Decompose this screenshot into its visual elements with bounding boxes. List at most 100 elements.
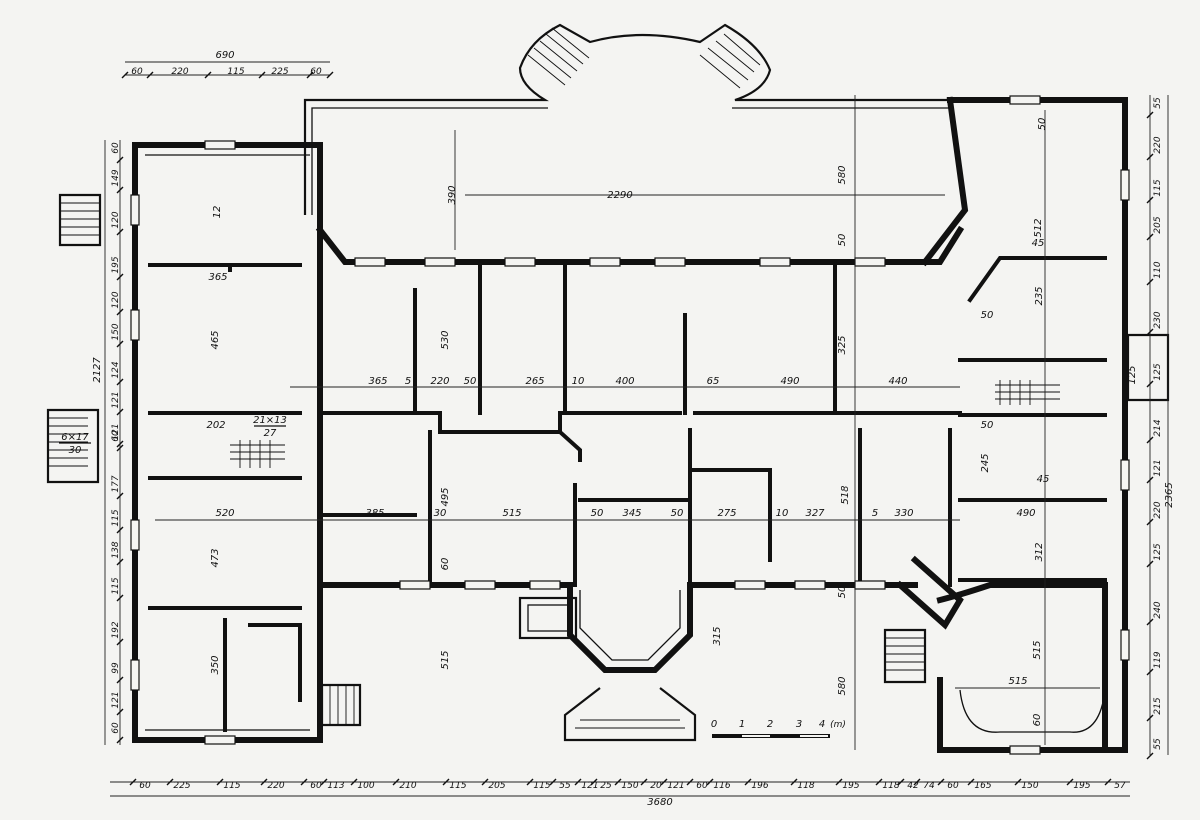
interior-dim-label: 30 (434, 508, 447, 519)
interior-dim-label: 312 (1034, 542, 1045, 561)
bottom-dim-tick (320, 778, 328, 786)
interior-dim-label: 60 (1032, 714, 1043, 727)
stair-label: 21×13 (253, 415, 287, 426)
right-dim-label: 215 (1153, 697, 1163, 714)
interior-dim-label: 245 (980, 453, 991, 472)
interior-dim-label: 265 (525, 376, 544, 387)
left-dim-label: 120 (111, 291, 121, 308)
interior-dim-label: 495 (440, 487, 451, 506)
bottom-dim-label: 60 (947, 781, 959, 791)
bottom-dim-tick (1014, 778, 1022, 786)
left-dim-label: 99 (111, 662, 121, 674)
top-dim-label: 60 (131, 67, 143, 77)
right-dim-tick (1146, 618, 1154, 626)
bottom-dim-label: 118 (797, 781, 814, 791)
interior-dim-label: 473 (210, 548, 221, 567)
bottom-dim-label: 220 (267, 781, 284, 791)
left-dim-label: 115 (111, 509, 121, 526)
left-dim-tick (116, 736, 124, 744)
bottom-dim-label: 100 (357, 781, 374, 791)
interior-dim-label: 345 (622, 508, 641, 519)
bottom-dim-tick (442, 778, 450, 786)
interior-dim-label: 330 (894, 508, 913, 519)
left-dim-label: 115 (111, 577, 121, 594)
left-dim-tick (116, 186, 124, 194)
interior-dim-label: 125 (1127, 365, 1138, 384)
bottom-dim-tick (640, 778, 648, 786)
left-dim-label: 60 (111, 722, 121, 734)
interior-dim-label: 50 (981, 420, 994, 431)
bottom-dim-label: 60 (310, 781, 322, 791)
top-dim-tick (258, 71, 266, 79)
right-dim-label: 55 (1153, 738, 1163, 750)
right-dim-label: 205 (1153, 216, 1163, 233)
left-dim-label: 120 (111, 211, 121, 228)
left-dim-tick (116, 308, 124, 316)
left-dim-tick (116, 273, 124, 281)
left-dim-tick (116, 676, 124, 684)
bottom-dim-label: 20 (650, 781, 662, 791)
right-dim-tick (1146, 518, 1154, 526)
bottom-dim-label: 25 (600, 781, 612, 791)
bottom-dim-label: 121 (581, 781, 598, 791)
bottom-dim-tick (526, 778, 534, 786)
bottom-dim-tick (897, 778, 905, 786)
interior-dim-label: 50 (981, 310, 994, 321)
scale-tick-label: 3 (796, 719, 802, 730)
bottom-dim-tick (913, 778, 921, 786)
bottom-dim-tick (614, 778, 622, 786)
interior-dim-label: 385 (365, 508, 384, 519)
right-dim-tick (1146, 153, 1154, 161)
bottom-dim-label: 55 (559, 781, 571, 791)
bottom-dim-tick (937, 778, 945, 786)
left-dim-tick (116, 378, 124, 386)
right-dim-label: 125 (1153, 543, 1163, 560)
bottom-dim-label: 116 (713, 781, 730, 791)
right-dim-tick (1146, 714, 1154, 722)
right-dim-label: 119 (1153, 651, 1163, 668)
right-dim-tick (1146, 752, 1154, 760)
right-dim-label: 125 (1153, 363, 1163, 380)
top-dim-label: 225 (271, 67, 288, 77)
left-dim-tick (116, 408, 124, 416)
bottom-dim-label: 115 (449, 781, 466, 791)
interior-dim-label: 5 (405, 376, 411, 387)
bottom-dim-tick (129, 778, 137, 786)
interior-dim-label: 465 (210, 330, 221, 349)
right-dim-tick (1146, 328, 1154, 336)
terrace-right-stair (699, 33, 761, 89)
interior-dim-label: 10 (776, 508, 789, 519)
top-dim-label: 60 (310, 67, 322, 77)
bottom-dim-label: 205 (488, 781, 505, 791)
terrace-left-stair (527, 27, 590, 86)
interior-dim-label: 60 (440, 558, 451, 571)
left-dim-label: 121 (111, 391, 121, 408)
interior-dim-label: 327 (805, 508, 825, 519)
bottom-dim-tick (350, 778, 358, 786)
left-dim-total: 2127 (92, 357, 103, 383)
interior-dim-label: 12 (212, 206, 223, 219)
interior-dim-label: 515 (1032, 640, 1043, 659)
interior-dim-label: 520 (215, 508, 234, 519)
bottom-dim-label: 150 (1021, 781, 1038, 791)
scale-bar (712, 734, 830, 738)
interior-dim-label: 202 (206, 420, 225, 431)
right-dim-label: 220 (1153, 501, 1163, 518)
interior-dim-label: 490 (780, 376, 799, 387)
left-dim-label: 150 (111, 323, 121, 340)
scale-tick-label: 2 (767, 719, 773, 730)
bottom-dim-tick (549, 778, 557, 786)
left-dim-tick (116, 638, 124, 646)
right-dim-label: 115 (1153, 179, 1163, 196)
right-dim-tick (1146, 436, 1154, 444)
right-dim-label: 55 (1153, 97, 1163, 109)
interior-dim-label: 400 (615, 376, 634, 387)
bottom-dim-label: 115 (223, 781, 240, 791)
interior-dim-label: 50 (837, 586, 848, 599)
left-dim-label: 138 (111, 541, 121, 558)
top-dim-label: 220 (171, 67, 188, 77)
left-wing-wall (132, 142, 323, 743)
left-dim-tick (116, 526, 124, 534)
